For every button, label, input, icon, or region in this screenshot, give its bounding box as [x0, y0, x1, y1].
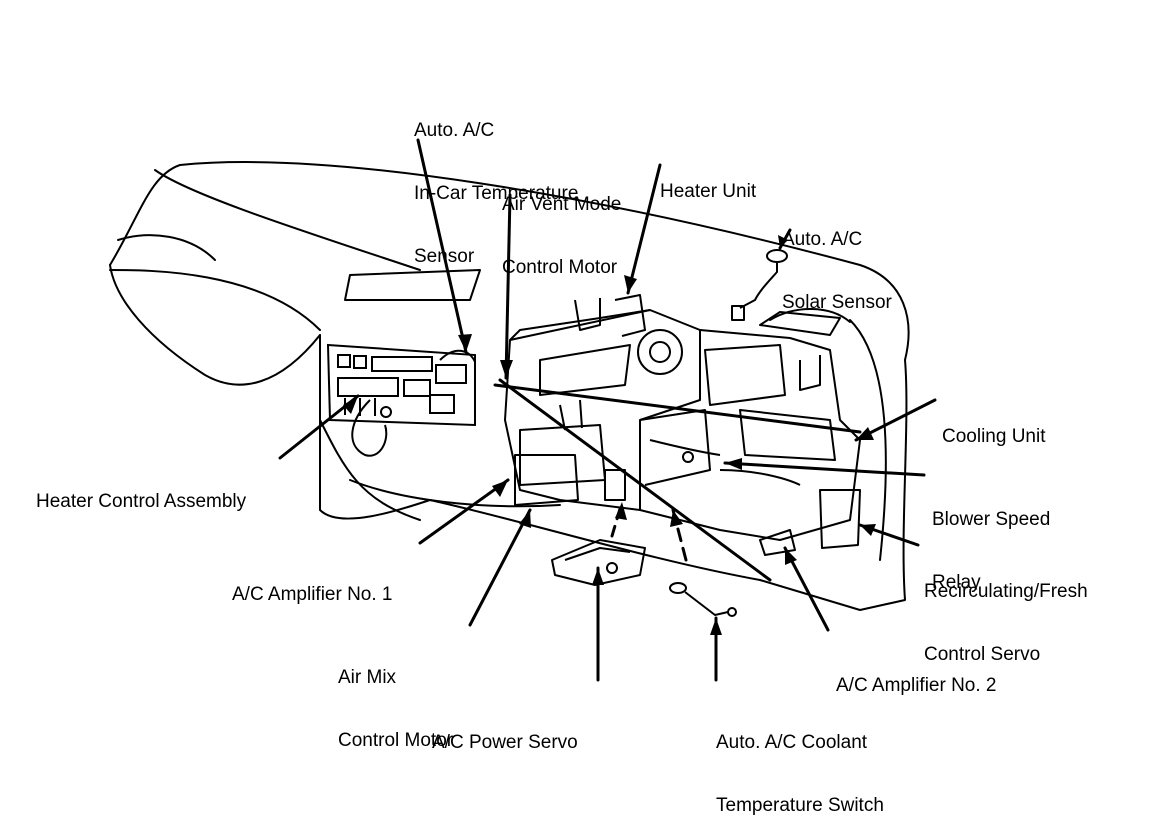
label-line: In-Car Temperature — [414, 183, 579, 204]
leader-air-vent-motor — [504, 193, 512, 380]
leader-air-mix-motor — [468, 508, 532, 627]
label-line: A/C Power Servo — [432, 732, 578, 753]
label-blower-relay: Blower Speed Relay — [932, 467, 1050, 614]
label-line: Control Servo — [924, 644, 1041, 665]
label-heater-unit: Heater Unit — [660, 139, 756, 223]
leader-mode-line-b — [493, 383, 862, 434]
label-line: Relay — [932, 572, 981, 593]
label-recirc-servo: Recirculating/Fresh Control Servo — [924, 539, 1088, 686]
loose-parts-drawing — [551, 249, 788, 617]
label-amp2: A/C Amplifier No. 2 — [836, 633, 997, 717]
label-line: Auto. A/C Coolant — [716, 732, 868, 753]
leader-blower-relay — [723, 461, 926, 477]
heater-unit-drawing — [504, 294, 711, 511]
label-amp1: A/C Amplifier No. 1 — [232, 542, 393, 626]
label-line: A/C Amplifier No. 1 — [232, 584, 393, 605]
leader-servo-arrow — [610, 500, 624, 538]
label-coolant-switch: Auto. A/C Coolant Temperature Switch — [716, 690, 884, 837]
leader-amp1 — [418, 478, 510, 545]
ac-components-diagram — [109, 138, 937, 682]
label-line: Solar Sensor — [782, 292, 892, 313]
heater-control-assembly-drawing — [326, 343, 476, 457]
label-line: Control Motor — [502, 257, 618, 278]
label-air-vent-motor: Air Vent Mode Control Motor — [502, 152, 621, 299]
leader-incar-sensor — [416, 138, 468, 354]
label-line: Cooling Unit — [942, 426, 1046, 447]
label-line: Auto. A/C — [414, 120, 495, 141]
label-solar-sensor: Auto. A/C Solar Sensor — [782, 187, 892, 334]
label-line: Heater Control Assembly — [36, 491, 247, 512]
label-line: Auto. A/C — [782, 229, 863, 250]
label-line: Recirculating/Fresh — [924, 581, 1088, 602]
label-line: Heater Unit — [660, 181, 757, 202]
label-air-mix-motor: Air Mix Control Motor — [338, 625, 453, 772]
label-line: Air Vent Mode — [502, 194, 622, 215]
label-incar-sensor: Auto. A/C In-Car Temperature Sensor — [414, 78, 578, 288]
label-line: A/C Amplifier No. 2 — [836, 675, 997, 696]
label-line: Control Motor — [338, 730, 454, 751]
label-line: Sensor — [414, 246, 475, 267]
leader-heater-unit — [626, 163, 662, 295]
label-line: Air Mix — [338, 667, 397, 688]
label-cooling-unit: Cooling Unit — [942, 384, 1046, 468]
label-heater-control: Heater Control Assembly — [36, 449, 246, 533]
label-line: Blower Speed — [932, 509, 1051, 530]
arrow-heads — [343, 235, 876, 635]
leader-mode-line-a — [498, 378, 772, 582]
label-power-servo: A/C Power Servo — [432, 690, 578, 774]
